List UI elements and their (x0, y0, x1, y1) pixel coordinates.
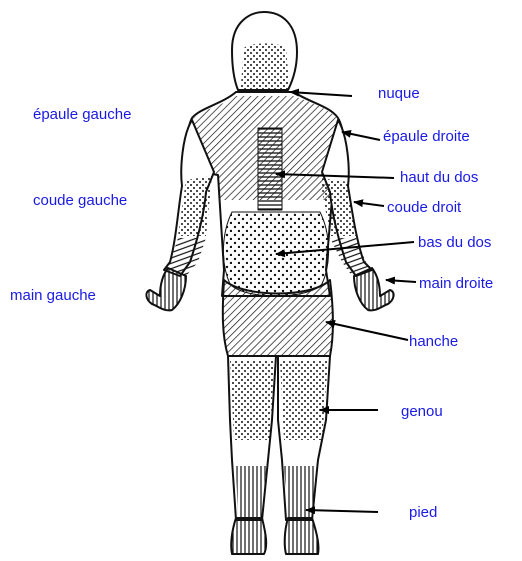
left-foot (231, 518, 266, 554)
label-genou: genou (401, 403, 443, 420)
genou-droit-zone (280, 360, 328, 440)
arrow-epaule-droite (342, 132, 380, 140)
label-epaule-droite: épaule droite (383, 128, 470, 145)
label-coude-gauche: coude gauche (33, 192, 127, 209)
arrow-coude-droit (354, 202, 384, 206)
genou-gauche-zone (230, 360, 274, 440)
arrow-hanche (326, 322, 408, 340)
label-main-droite: main droite (419, 275, 493, 292)
left-shin-hatch (236, 466, 266, 520)
haut-du-dos-zone (258, 128, 282, 210)
label-haut-du-dos: haut du dos (400, 169, 478, 186)
arrow-pied (306, 510, 378, 512)
left-hand (146, 268, 186, 310)
label-hanche: hanche (409, 333, 458, 350)
right-shin-hatch (284, 466, 316, 520)
right-foot (285, 518, 319, 554)
human-figure (146, 12, 393, 554)
label-epaule-gauche: épaule gauche (33, 106, 131, 123)
label-pied: pied (409, 504, 437, 521)
label-coude-droit: coude droit (387, 199, 462, 216)
arrow-main-droite (386, 280, 416, 282)
right-hand (354, 268, 394, 310)
label-main-gauche: main gauche (10, 287, 96, 304)
label-nuque: nuque (378, 85, 420, 102)
label-bas-du-dos: bas du dos (418, 234, 491, 251)
